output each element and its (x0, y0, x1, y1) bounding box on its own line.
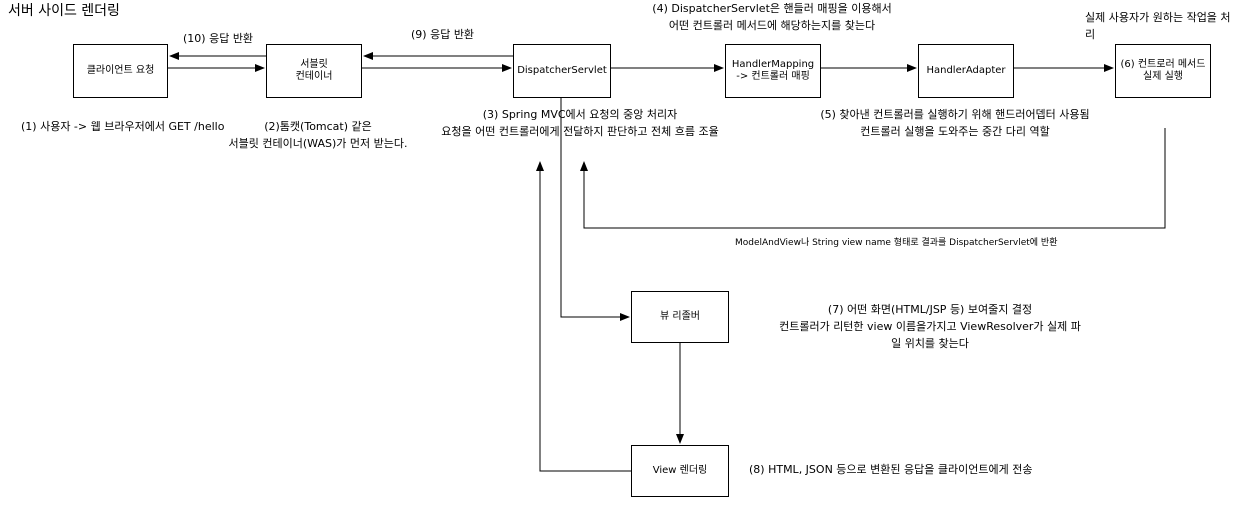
label-return-note: ModelAndView나 String view name 형태로 결과를 D… (735, 238, 1058, 248)
node-view-render[interactable]: View 렌더링 (631, 445, 729, 497)
node-handler-mapping[interactable]: HandlerMapping -> 컨트롤러 매핑 (725, 44, 821, 98)
node-dispatcher-servlet[interactable]: DispatcherServlet (513, 44, 611, 98)
edge-to-view-resolver (560, 98, 630, 321)
label-step-6-desc: 실제 사용자가 원하는 작업을 처리 (1085, 11, 1231, 41)
label-step-5: (5) 찾아낸 컨트롤러를 실행하기 위해 핸드러어뎁터 사용됨 컨트롤러 실행… (820, 108, 1090, 138)
node-client-request[interactable]: 클라이언트 요청 (73, 44, 168, 98)
label-step-8: (8) HTML, JSON 등으로 변환된 응답을 클라이언트에게 전송 (749, 463, 1033, 476)
node-servlet-container[interactable]: 서블릿 컨테이너 (266, 44, 362, 98)
label-response-9: (9) 응답 반환 (411, 28, 475, 41)
node-view-resolver[interactable]: 뷰 리졸버 (631, 291, 729, 343)
label-step-1: (1) 사용자 -> 웹 브라우저에서 GET /hello (21, 120, 225, 133)
label-step-2: (2)톰캣(Tomcat) 같은 서블릿 컨테이너(WAS)가 먼저 받는다. (228, 120, 408, 150)
diagram-title: 서버 사이드 렌더링 (8, 3, 120, 19)
label-step-3: (3) Spring MVC에서 요청의 중앙 처리자 요청을 어떤 컨트롤러에… (441, 108, 719, 138)
node-controller-exec[interactable]: (6) 컨트로러 메서드 실제 실행 (1115, 44, 1211, 98)
node-handler-adapter[interactable]: HandlerAdapter (918, 44, 1014, 98)
edge-render-to-dispatcher (536, 161, 631, 472)
label-step-7: (7) 어떤 화면(HTML/JSP 등) 보여줄지 결정 컨트롤러가 리턴한 … (779, 303, 1081, 350)
edge-return-model-and-view (580, 128, 1166, 229)
label-response-10: (10) 응답 반환 (183, 32, 254, 45)
label-step-4: (4) DispatcherServlet은 핸들러 매핑을 이용해서 어떤 컨… (652, 2, 892, 32)
